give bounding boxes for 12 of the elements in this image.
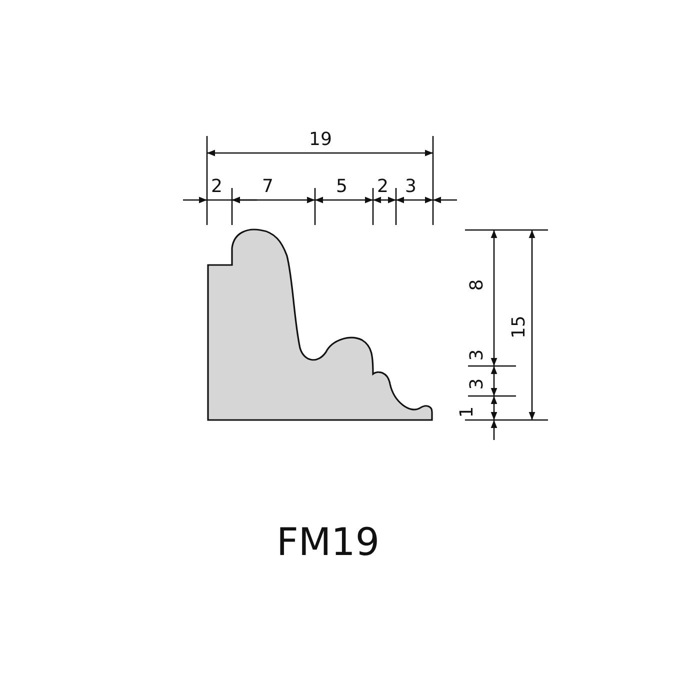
product-code-caption: FM19 (276, 520, 380, 564)
dimension-label: 3 (468, 378, 487, 390)
dimension-label: 7 (262, 178, 274, 196)
dimension-label: 3 (405, 178, 416, 196)
dimension-label: 15 (510, 316, 528, 338)
dimension-label: 2 (377, 178, 388, 196)
dimension-label: 1 (458, 406, 477, 418)
dimension-label: 8 (468, 279, 487, 291)
dimension-label: 5 (336, 178, 348, 196)
dimension-label: 19 (309, 131, 332, 149)
dimension-label: 2 (211, 178, 222, 196)
dimension-label: 3 (468, 349, 487, 361)
